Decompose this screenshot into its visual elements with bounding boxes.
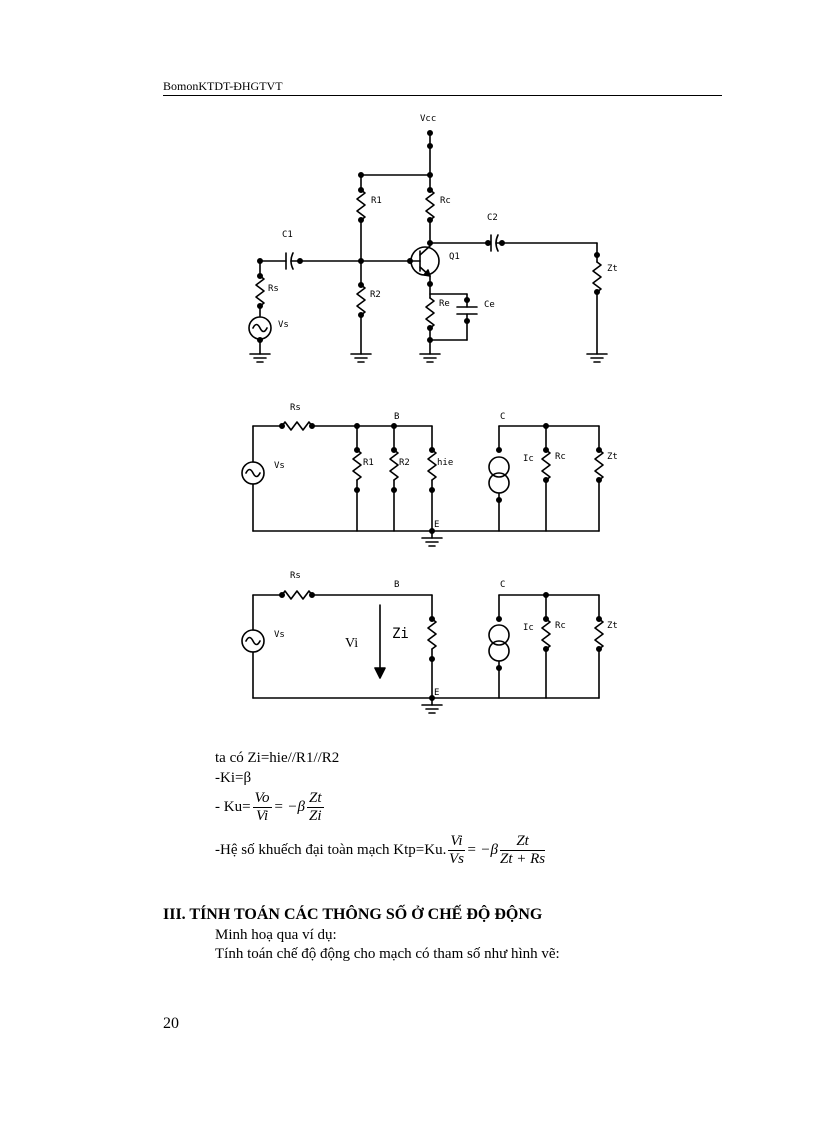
equation-ki: -Ki=β: [215, 770, 252, 786]
running-header: BomonKTDT-ĐHGTVT: [163, 79, 283, 93]
c3-label-rc: Rc: [555, 621, 566, 631]
paragraph-example: Minh hoạ qua ví dụ:: [215, 927, 337, 943]
paragraph-task: Tính toán chế độ động cho mạch có tham s…: [215, 946, 560, 962]
c3-label-vs: Vs: [274, 630, 285, 640]
circuit1-amplifier-schematic: [248, 130, 608, 363]
c2-label-e: E: [434, 520, 439, 530]
label-vs: Vs: [278, 320, 289, 330]
label-c1: C1: [282, 230, 293, 240]
label-r2: R2: [370, 290, 381, 300]
c2-label-zt: Zt: [607, 452, 618, 462]
c3-label-e: E: [434, 688, 439, 698]
label-q1: Q1: [449, 252, 460, 262]
c3-label-zi: Zi: [392, 626, 409, 642]
c2-label-r2: R2: [399, 458, 410, 468]
circuit2-small-signal-model: [241, 421, 604, 547]
label-rc: Rc: [440, 196, 451, 206]
label-zt: Zt: [607, 264, 618, 274]
c3-label-rs: Rs: [290, 571, 301, 581]
c2-label-hie: hie: [437, 458, 453, 468]
c3-label-zt: Zt: [607, 621, 618, 631]
label-rs: Rs: [268, 284, 279, 294]
c2-label-rc: Rc: [555, 452, 566, 462]
c2-label-ic: Ic: [523, 454, 534, 464]
c2-label-vs: Vs: [274, 461, 285, 471]
ktp-prefix: -Hệ số khuếch đại toàn mạch Ktp=Ku.: [215, 841, 447, 858]
c3-label-c: C: [500, 580, 505, 590]
header-rule: [163, 95, 722, 96]
equation-zi: ta có Zi=hie//R1//R2: [215, 750, 340, 766]
c2-label-c: C: [500, 412, 505, 422]
label-vcc: Vcc: [420, 114, 436, 124]
label-r1: R1: [371, 196, 382, 206]
label-ce: Ce: [484, 300, 495, 310]
ktp-equals-beta: = −β: [466, 841, 499, 858]
page-number: 20: [163, 1015, 179, 1032]
c2-label-r1: R1: [363, 458, 374, 468]
ku-prefix: - Ku=: [215, 798, 251, 815]
circuit3-input-impedance-model: [241, 590, 604, 714]
section-heading: III. TÍNH TOÁN CÁC THÔNG SỐ Ở CHẾ ĐỘ ĐỘN…: [163, 906, 543, 923]
label-re: Re: [439, 299, 450, 309]
label-c2: C2: [487, 213, 498, 223]
c3-label-b: B: [394, 580, 399, 590]
c3-label-vi: Vi: [345, 636, 358, 651]
c2-label-b: B: [394, 412, 399, 422]
c2-label-rs: Rs: [290, 403, 301, 413]
c3-label-ic: Ic: [523, 623, 534, 633]
ku-equals-beta: = −β: [273, 798, 306, 815]
